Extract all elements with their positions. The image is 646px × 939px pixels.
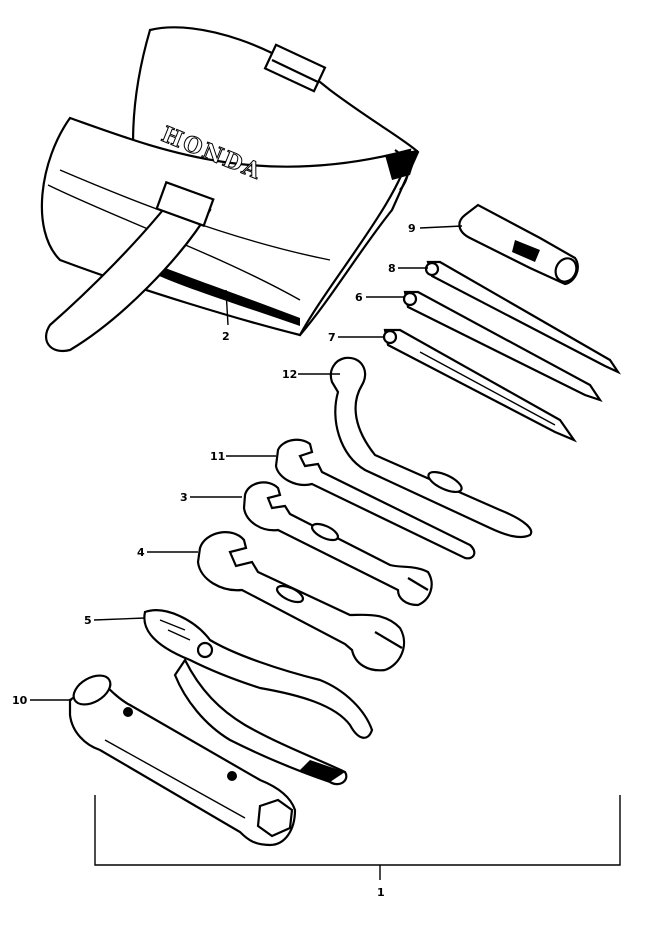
callout-5: 5	[84, 614, 92, 627]
callout-11: 11	[210, 450, 225, 463]
pliers	[143, 609, 374, 786]
wrench-3	[242, 481, 433, 607]
wrench-11	[274, 438, 476, 560]
callout-9: 9	[408, 222, 416, 235]
callout-7: 7	[328, 331, 336, 344]
pin-spanner	[329, 356, 533, 539]
spark-plug-wrench	[68, 674, 297, 847]
callout-4: 4	[137, 546, 145, 559]
leader-lines	[30, 225, 621, 880]
wrench-4	[196, 531, 406, 672]
callout-1: 1	[377, 886, 385, 899]
screwdriver-blade-7	[382, 328, 578, 443]
callout-10: 10	[12, 694, 28, 707]
screwdriver-blade-6	[402, 290, 603, 403]
callout-2: 2	[222, 330, 230, 343]
callout-12: 12	[282, 368, 297, 381]
callout-8: 8	[388, 262, 396, 275]
screwdriver-blade-8	[424, 260, 622, 375]
callout-3: 3	[180, 491, 188, 504]
tool-bag: HONDA	[40, 26, 420, 353]
screwdriver-handle	[458, 203, 579, 286]
callout-6: 6	[355, 291, 363, 304]
